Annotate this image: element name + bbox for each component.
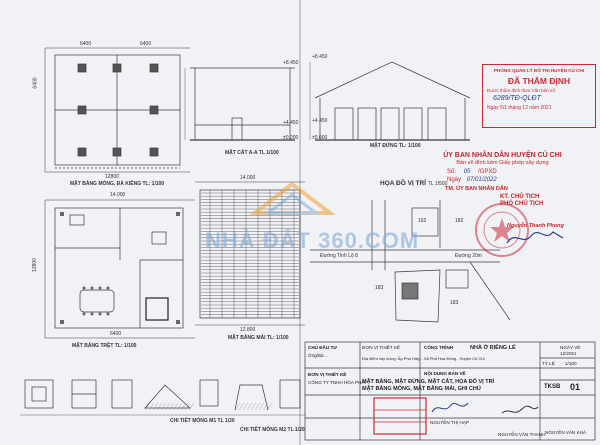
- permit-number: 05: [463, 169, 471, 175]
- permit-role: KT. CHỦ TỊCH: [500, 194, 540, 200]
- tb-scale: 1/100: [565, 361, 577, 366]
- tb-project: NHÀ Ở RIÊNG LẺ: [470, 345, 516, 351]
- approval-date: Ngày 5/1 tháng 12 năm 2021: [487, 105, 552, 111]
- tb-drafter: NGUYỄN VĂN THANH: [498, 432, 546, 437]
- elevation-title: MẶT ĐỨNG TL: 1/100: [370, 143, 421, 149]
- roof-dim-top: 14.000: [240, 175, 256, 181]
- tb-location: Địa điểm xây dựng: Ấp Phú Hiệp - Xã Phú …: [362, 356, 485, 361]
- foundation-dim-top: 6400: [80, 41, 92, 47]
- watermark-house-icon: [249, 181, 336, 215]
- tb-project-label: CÔNG TRÌNH: [424, 345, 454, 350]
- permit-line: Bản vẽ đính kèm Giấy phép xây dựng: [456, 160, 549, 166]
- foundation-dim-left: 6400: [32, 77, 39, 89]
- tb-owner-label: CHỦ ĐẦU TƯ: [308, 345, 338, 350]
- tb-drawing-label: NỘI DUNG BẢN VẼ: [424, 371, 466, 376]
- permit-signer: Nguyễn Thanh Phong: [507, 223, 564, 229]
- roof-plan-scale: TL: 1/100: [266, 335, 289, 341]
- ground-plan-title-text: MẶT BẰNG TRỆT: [72, 343, 114, 349]
- watermark: NHÀ ĐẤT 360.COM: [205, 228, 420, 253]
- foundation-dim-right: 6400: [140, 41, 152, 47]
- foundation-plan-title-text: MẶT BẰNG MÓNG, ĐÀ KIỀNG: [70, 181, 142, 187]
- roof-plan-title-text: MẶT BẰNG MÁI: [228, 335, 266, 341]
- tb-date-label: NGÀY VẼ: [560, 345, 581, 350]
- section-title: MẶT CẮT A-A TL 1/100: [225, 150, 279, 156]
- detail-beam-title-text: CHI TIẾT MÓNG M2: [240, 427, 287, 433]
- site-plan-title-text: HỌA ĐỒ VỊ TRÍ: [380, 180, 426, 187]
- permit-committee: ỦY BAN NHÂN DÂN HUYỆN CỦ CHI: [443, 152, 562, 159]
- site-plan-scale: TL 1/500: [427, 181, 448, 187]
- tb-company-sub: ĐƠN VỊ THIẾT KẾ: [308, 372, 347, 377]
- approval-line: Được thẩm định theo Văn bản số:: [487, 88, 557, 93]
- elevation-level-base: ±0.000: [312, 135, 328, 141]
- tb-sheet-label: TKSB: [544, 384, 561, 390]
- elevation-level-top: +8.450: [312, 54, 328, 60]
- tb-date: 12/2021: [560, 351, 577, 356]
- permit-number-label: Số:: [447, 169, 457, 175]
- elevation-scale: TL: 1/100: [398, 143, 421, 149]
- company-seal-icon: [373, 397, 427, 435]
- approval-title: ĐÃ THẨM ĐỊNH: [507, 76, 571, 86]
- permit-date: 07/01/2022: [466, 177, 497, 183]
- ground-plan-scale: TL: 1/100: [114, 343, 137, 349]
- foundation-plan-title: MẶT BẰNG MÓNG, ĐÀ KIỀNG TL: 1/100: [70, 181, 164, 187]
- permit-number-suffix: /GPXD: [478, 169, 497, 175]
- permit-number-row: Số: 05 /GPXD: [447, 169, 590, 175]
- permit-on-behalf: TM. ỦY BAN NHÂN DÂN: [445, 186, 508, 192]
- foundation-plan-scale: TL: 1/100: [142, 181, 165, 187]
- approval-dept: PHÒNG QUẢN LÝ ĐÔ THỊ HUYỆN CỦ CHI: [493, 68, 585, 73]
- signature-3-icon: [501, 405, 539, 414]
- ground-plan-title: MẶT BẰNG TRỆT TL: 1/100: [72, 343, 136, 349]
- ground-dim-side: 12800: [31, 258, 38, 272]
- ground-dim-mid: 6400: [110, 331, 122, 337]
- permit-block: ỦY BAN NHÂN DÂN HUYỆN CỦ CHI Bản vẽ đính…: [415, 152, 590, 229]
- site-lot-3: 183: [375, 285, 384, 291]
- tb-owner: Ông/Bà ...: [308, 353, 329, 358]
- site-lot-2: 182: [455, 218, 464, 224]
- detail-footing-scale: TL 1/20: [217, 418, 235, 424]
- signature-icon: [506, 231, 564, 244]
- elevation-title-text: MẶT ĐỨNG: [370, 143, 398, 149]
- section-scale: TL 1/100: [258, 150, 279, 156]
- tb-approver: ĐƠN VỊ THIẾT KẾ: [362, 345, 400, 350]
- site-road-label: Đường 20m: [455, 253, 482, 259]
- permit-seal-icon: [475, 203, 529, 257]
- section-level-mid: +4.450: [283, 120, 299, 126]
- approval-number: 6289/TĐ-QLĐT: [493, 95, 541, 102]
- detail-footing-title-text: CHI TIẾT MÓNG M1: [170, 418, 217, 424]
- approval-stamp: PHÒNG QUẢN LÝ ĐÔ THỊ HUYỆN CỦ CHI ĐÃ THẨ…: [482, 64, 596, 128]
- tb-drawing-name-2: MẶT BẰNG MÓNG, MẶT BẰNG MÁI, GHI CHÚ: [362, 386, 481, 392]
- tb-sheet-number: 01: [570, 382, 581, 392]
- signature-2-icon: [431, 402, 469, 413]
- permit-date-row: Ngày 07/01/2022: [447, 177, 590, 183]
- tb-checker: NGUYỄN VĂN KHÁ: [545, 430, 587, 435]
- ground-dim-top: 14.000: [110, 192, 126, 198]
- foundation-dim-bottom: 12800: [105, 174, 119, 180]
- roof-dim-bottom: 12.800: [240, 327, 256, 333]
- tb-designer: NGUYỄN THỊ HẠP: [430, 420, 469, 425]
- site-lot-1: 162: [418, 218, 427, 224]
- permit-date-label: Ngày: [447, 177, 462, 183]
- tb-company: CÔNG TY TNHH HÒA PHÁT: [308, 380, 368, 385]
- site-lot-4: 183: [450, 300, 459, 306]
- roof-plan-title: MẶT BẰNG MÁI TL: 1/100: [228, 335, 289, 341]
- site-road-label-2: Đường Tỉnh Lộ 8: [320, 253, 358, 259]
- detail-footing-title: CHI TIẾT MÓNG M1 TL 1/20: [170, 418, 235, 424]
- site-plan-title: HỌA ĐỒ VỊ TRÍ TL 1/500: [380, 180, 447, 187]
- elevation-level-mid: +4.450: [312, 118, 328, 124]
- detail-beam-title: CHI TIẾT MÓNG M2 TL 1/20: [240, 427, 305, 433]
- tb-drawing-name: MẶT BẰNG, MẶT ĐỨNG, MẶT CẮT, HỌA ĐỒ VỊ T…: [362, 379, 495, 385]
- section-level-top: +8.450: [283, 60, 299, 66]
- detail-beam-scale: TL 1/20: [287, 427, 305, 433]
- section-level-base: ±0.000: [283, 135, 299, 141]
- permit-role-2: PHÓ CHỦ TỊCH: [500, 201, 544, 207]
- tb-scale-label: TỶ LỆ: [542, 361, 555, 366]
- section-title-text: MẶT CẮT A-A: [225, 150, 258, 156]
